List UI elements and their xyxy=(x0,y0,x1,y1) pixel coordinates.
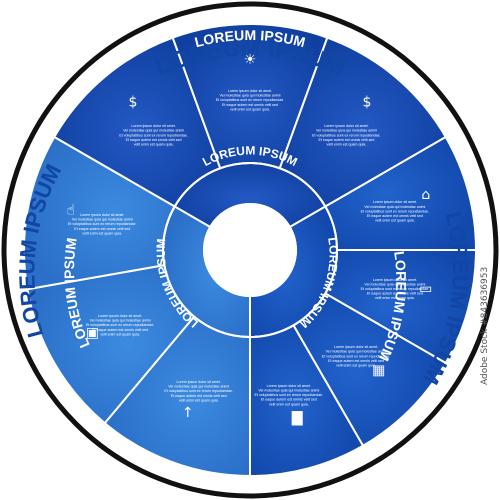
segment-text-line: Vel molestiae quia qui molestiae animi xyxy=(123,129,184,133)
bank-icon: ⌂ xyxy=(421,187,430,203)
segment-text-line: Lorem ipsum dolor sit amet. xyxy=(80,213,124,217)
segment-text-line: Vel molestiae quia qui molestiae animi xyxy=(316,129,377,133)
segment-text-line: Et voluptatibus sunt ex rerum repudianda… xyxy=(164,389,233,393)
segment-text-line: Et voluptatibus sunt ex rerum repudianda… xyxy=(312,133,381,137)
segment-text-line: Vel molestiae quia qui molestiae animi xyxy=(364,205,425,209)
segment-text-line: Et voluptatibus sunt ex rerum repudianda… xyxy=(86,323,155,327)
segment-text-line: velit enim est quam quia. xyxy=(134,142,174,146)
segment-text-line: Et voluptatibus sunt ex rerum repudianda… xyxy=(361,209,430,213)
segment-text-line: Et eaque autem est omnis velit sed xyxy=(222,103,278,107)
segment-text-line: Lorem ipsum dolor sit amet. xyxy=(228,89,272,93)
segment-text-money-bag: Lorem ipsum dolor sit amet.Vel molestiae… xyxy=(119,124,188,146)
hands-coin-icon: $ xyxy=(363,95,372,111)
segment-text-launch: Lorem ipsum dolor sit amet.Vel molestiae… xyxy=(164,380,233,402)
segment-text-line: Et eaque autem est omnis velit sed xyxy=(367,214,423,218)
segment-text-line: Lorem ipsum dolor sit amet. xyxy=(324,124,368,128)
segment-text-calculator: Lorem ipsum dolor sit amet.Vel molestiae… xyxy=(322,345,391,367)
segment-text-line: Et voluptatibus sunt ex rerum repudianda… xyxy=(322,354,391,358)
segment-text-line: Et voluptatibus sunt ex rerum repudianda… xyxy=(68,222,137,226)
segment-wedges xyxy=(23,23,478,478)
segment-text-line: Et eaque autem est omnis velit sed xyxy=(328,359,384,363)
watermark-number: #843636953 xyxy=(480,266,490,326)
segment-text-line: Lorem ipsum dolor sit amet. xyxy=(373,278,417,282)
segment-text-bank: Lorem ipsum dolor sit amet.Vel molestiae… xyxy=(361,200,430,222)
segment-text-line: Et eaque autem est omnis velit sed xyxy=(261,398,317,402)
segment-text-line: Lorem ipsum dolor sit amet. xyxy=(373,200,417,204)
segment-text-line: velit enim est quam quia. xyxy=(100,332,140,336)
segment-text-line: velit enim est quam quia. xyxy=(269,402,309,406)
group-title-top: LOREUM IPSUM xyxy=(193,27,307,50)
watermark-brand: Adobe Stock xyxy=(480,328,490,385)
segment-text-cash: Lorem ipsum dolor sit amet.Vel molestiae… xyxy=(361,278,430,300)
segment-text-line: Lorem ipsum dolor sit amet. xyxy=(98,314,142,318)
segment-text-line: Et voluptatibus sunt ex rerum repudianda… xyxy=(361,287,430,291)
thumbs-up-icon: ☝ xyxy=(66,202,75,218)
segment-text-line: Et voluptatibus sunt ex rerum repudianda… xyxy=(216,98,285,102)
segment-text-growth: Lorem ipsum dolor sit amet.Vel molestiae… xyxy=(255,384,324,406)
segment-text-line: Lorem ipsum dolor sit amet. xyxy=(334,345,378,349)
segment-text-line: velit enim est quam quia. xyxy=(375,219,415,223)
segment-text-line: Vel molestiae quia qui molestiae animi xyxy=(220,94,281,98)
segment-text-line: Et eaque autem est omnis velit sed xyxy=(74,227,130,231)
segment-text-safe: Lorem ipsum dolor sit amet.Vel molestiae… xyxy=(86,314,155,336)
segment-text-line: Vel molestiae quia qui molestiae animi xyxy=(364,282,425,286)
banknote-icon: ▭ xyxy=(419,281,432,297)
segment-text-line: Et eaque autem est omnis velit sed xyxy=(171,394,227,398)
segment-text-line: Et eaque autem est omnis velit sed xyxy=(367,292,423,296)
segment-text-like: Lorem ipsum dolor sit amet.Vel molestiae… xyxy=(68,213,137,235)
segment-text-line: Et eaque autem est omnis velit sed xyxy=(318,138,374,142)
segment-text-line: velit enim est quam quia. xyxy=(230,107,270,111)
money-bag-icon: $ xyxy=(129,95,138,111)
segment-text-line: velit enim est quam quia. xyxy=(82,231,122,235)
lightbulb-icon: ☀ xyxy=(244,52,257,68)
segment-text-line: Lorem ipsum dolor sit amet. xyxy=(267,384,311,388)
segment-text-line: Vel molestiae quia qui molestiae animi xyxy=(90,319,151,323)
rocket-icon: ↑ xyxy=(182,405,194,421)
segment-text-line: velit enim est quam quia. xyxy=(327,142,367,146)
segment-text-idea: Lorem ipsum dolor sit amet.Vel molestiae… xyxy=(216,89,285,111)
segment-text-line: Et voluptatibus sunt ex rerum repudianda… xyxy=(255,393,324,397)
segment-text-investment: Lorem ipsum dolor sit amet.Vel molestiae… xyxy=(312,124,381,146)
safe-icon: ▣ xyxy=(86,325,99,341)
inner-ring-line xyxy=(162,162,338,338)
segment-content: $Lorem ipsum dolor sit amet.Vel molestia… xyxy=(66,52,432,426)
segment-text-line: Vel molestiae quia qui molestiae animi xyxy=(168,385,229,389)
center-hole xyxy=(203,203,297,297)
segment-text-line: velit enim est quam quia. xyxy=(336,363,376,367)
segment-text-line: Et eaque autem est omnis velit sed xyxy=(126,138,182,142)
segment-text-line: Et voluptatibus sunt ex rerum repudianda… xyxy=(119,133,188,137)
segment-text-line: Vel molestiae quia qui molestiae animi xyxy=(72,218,133,222)
segment-text-line: Vel molestiae quia qui molestiae animi xyxy=(326,350,387,354)
segment-text-line: Lorem ipsum dolor sit amet. xyxy=(131,124,175,128)
segment-text-line: Vel molestiae quia qui molestiae animi xyxy=(258,388,319,392)
segment-text-line: Et eaque autem est omnis velit sed xyxy=(92,328,148,332)
segment-text-line: Lorem ipsum dolor sit amet. xyxy=(177,380,221,384)
segment-text-line: velit enim est quam quia. xyxy=(375,296,415,300)
watermark-id: Adobe Stock #843636953 xyxy=(480,267,490,385)
segment-text-line: velit enim est quam quia. xyxy=(179,398,219,402)
calculator-icon: ▦ xyxy=(372,363,385,379)
bar-chart-icon: ▇ xyxy=(291,410,303,426)
